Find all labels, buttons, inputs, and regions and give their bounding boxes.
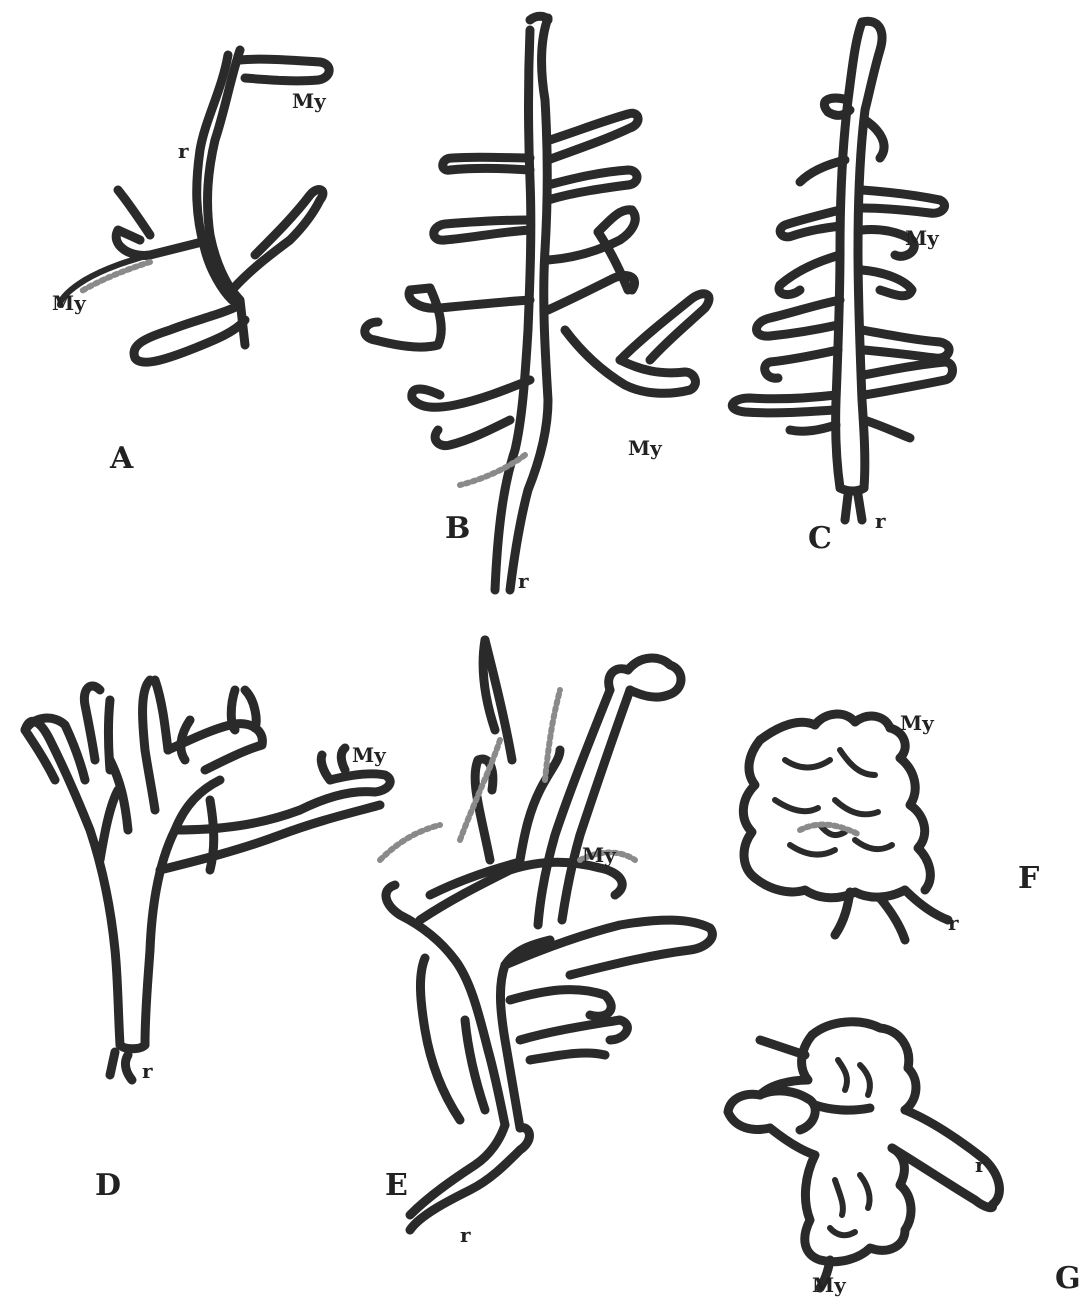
- label-a-my-2: My: [52, 291, 87, 315]
- panel-letter-g: G: [1055, 1261, 1081, 1296]
- panel-letter-e: E: [385, 1168, 408, 1203]
- label-a-my-1: My: [292, 89, 327, 113]
- panel-letter-b: B: [445, 511, 470, 546]
- panel-b-drawing: [365, 16, 709, 590]
- label-e-r: r: [460, 1223, 471, 1247]
- label-b-my: My: [628, 436, 663, 460]
- panel-g-drawing: [728, 1022, 999, 1288]
- label-b-r: r: [518, 569, 529, 593]
- label-c-r: r: [875, 509, 886, 533]
- label-c-my: My: [905, 226, 940, 250]
- panel-c-drawing: [732, 21, 952, 520]
- panel-letter-f: F: [1018, 861, 1039, 896]
- label-g-my: My: [812, 1273, 847, 1297]
- label-d-r: r: [142, 1059, 153, 1083]
- label-d-my: My: [352, 743, 387, 767]
- label-g-r: r: [975, 1153, 986, 1177]
- label-f-r: r: [948, 911, 959, 935]
- panel-letter-a: A: [109, 441, 134, 476]
- panel-d-drawing: [25, 680, 390, 1080]
- label-e-my: My: [582, 843, 617, 867]
- panel-a-drawing: [60, 50, 329, 362]
- panel-letter-c: C: [808, 521, 832, 556]
- label-f-my: My: [900, 711, 935, 735]
- label-a-r: r: [178, 139, 189, 163]
- panel-e-drawing: [380, 640, 712, 1230]
- panel-f-drawing: [743, 714, 948, 940]
- panel-letter-d: D: [95, 1168, 121, 1203]
